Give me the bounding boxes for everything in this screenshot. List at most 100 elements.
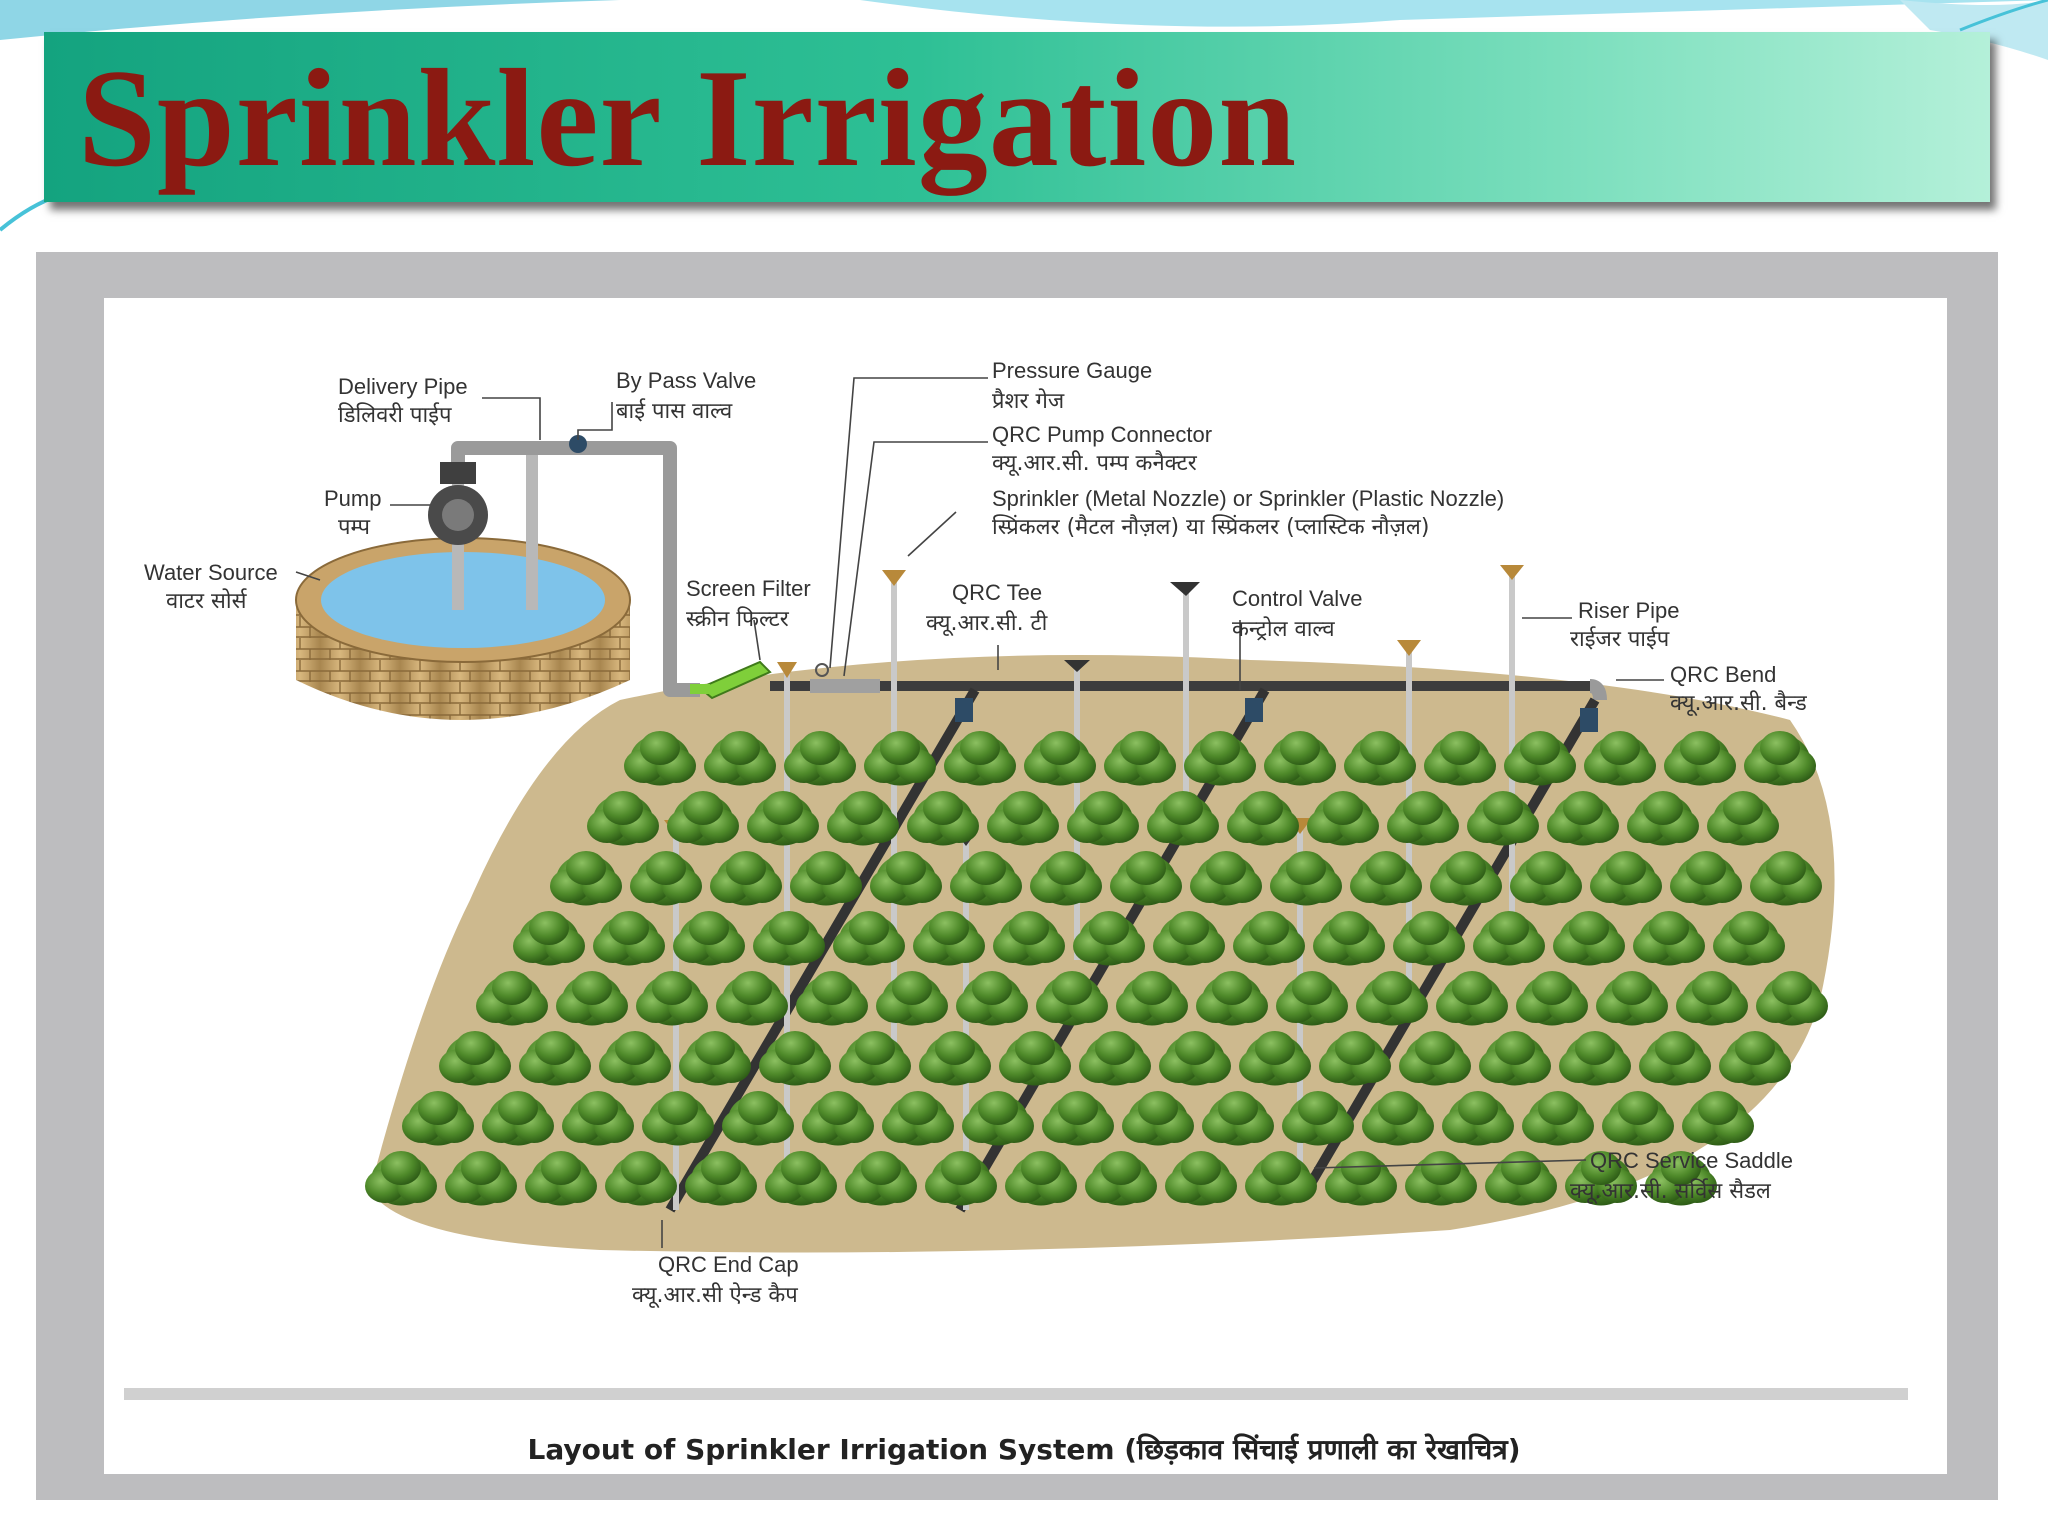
plant xyxy=(1713,911,1785,966)
svg-text:क्यू.आर.सी. बैन्ड: क्यू.आर.सी. बैन्ड xyxy=(1670,690,1807,717)
plant xyxy=(759,1031,831,1086)
plant xyxy=(1104,731,1176,786)
label-pressure-gauge: Pressure Gauge प्रैशर गेज xyxy=(992,358,1152,414)
plant xyxy=(925,1151,997,1206)
svg-text:Pressure Gauge: Pressure Gauge xyxy=(992,358,1152,383)
plant xyxy=(1282,1091,1354,1146)
plant xyxy=(1159,1031,1231,1086)
plant xyxy=(1553,911,1625,966)
page-title: Sprinkler Irrigation xyxy=(78,41,1298,196)
plant xyxy=(1196,971,1268,1026)
plant xyxy=(1067,791,1139,846)
plant xyxy=(1030,851,1102,906)
plant xyxy=(1270,851,1342,906)
plant xyxy=(1664,731,1736,786)
plant xyxy=(1116,971,1188,1026)
svg-text:राईजर पाईप: राईजर पाईप xyxy=(1570,626,1670,652)
svg-text:QRC Pump Connector: QRC Pump Connector xyxy=(992,422,1212,447)
plant xyxy=(679,1031,751,1086)
plant xyxy=(1245,1151,1317,1206)
plant xyxy=(1122,1091,1194,1146)
plant xyxy=(913,911,985,966)
plant xyxy=(550,851,622,906)
background-swoosh xyxy=(0,0,2048,232)
plant xyxy=(1190,851,1262,906)
label-water-source: Water Source वाटर सोर्स xyxy=(144,560,278,614)
svg-text:स्क्रीन फिल्टर: स्क्रीन फिल्टर xyxy=(686,606,790,632)
plant xyxy=(1627,791,1699,846)
plant xyxy=(1313,911,1385,966)
plant xyxy=(802,1091,874,1146)
plant xyxy=(1682,1091,1754,1146)
plant xyxy=(839,1031,911,1086)
plant xyxy=(1005,1151,1077,1206)
plant xyxy=(1085,1151,1157,1206)
svg-text:क्यू.आर.सी ऐन्ड कैप: क्यू.आर.सी ऐन्ड कैप xyxy=(632,1282,798,1309)
svg-text:QRC Service Saddle: QRC Service Saddle xyxy=(1590,1148,1793,1173)
plant xyxy=(1356,971,1428,1026)
plant xyxy=(1467,791,1539,846)
plant xyxy=(642,1091,714,1146)
plant xyxy=(1442,1091,1514,1146)
plant xyxy=(1202,1091,1274,1146)
plant xyxy=(1473,911,1545,966)
plant xyxy=(513,911,585,966)
leader-lines xyxy=(295,377,1664,1248)
plant xyxy=(556,971,628,1026)
plant xyxy=(599,1031,671,1086)
plant xyxy=(1073,911,1145,966)
plant xyxy=(1239,1031,1311,1086)
crop-plants xyxy=(365,731,1828,1206)
plant xyxy=(1510,851,1582,906)
screen-filter xyxy=(690,660,772,700)
label-delivery-pipe: Delivery Pipe डिलिवरी पाईप xyxy=(338,374,468,428)
plant xyxy=(1424,731,1496,786)
plant xyxy=(1233,911,1305,966)
plant xyxy=(365,1151,437,1206)
svg-text:डिलिवरी पाईप: डिलिवरी पाईप xyxy=(338,402,452,428)
label-qrc-pump-connector: QRC Pump Connector क्यू.आर.सी. पम्प कनैक… xyxy=(992,422,1212,477)
svg-text:Water Source: Water Source xyxy=(144,560,278,585)
main-pipeline xyxy=(770,663,1607,701)
svg-text:Screen Filter: Screen Filter xyxy=(686,576,811,601)
svg-text:QRC Tee: QRC Tee xyxy=(952,580,1042,605)
plant xyxy=(562,1091,634,1146)
plant xyxy=(1590,851,1662,906)
svg-text:क्यू.आर.सी. सर्विस सैडल: क्यू.आर.सी. सर्विस सैडल xyxy=(1570,1178,1772,1205)
plant xyxy=(1387,791,1459,846)
plant xyxy=(1756,971,1828,1026)
plant xyxy=(1645,1151,1717,1206)
title-bar xyxy=(44,32,1990,202)
plant xyxy=(476,971,548,1026)
plant xyxy=(833,911,905,966)
plant xyxy=(845,1151,917,1206)
pump-assembly xyxy=(428,435,700,697)
plant xyxy=(753,911,825,966)
svg-text:Sprinkler (Metal Nozzle) or Sp: Sprinkler (Metal Nozzle) or Sprinkler (P… xyxy=(992,486,1504,511)
label-sprinkler: Sprinkler (Metal Nozzle) or Sprinkler (P… xyxy=(992,486,1504,540)
plant xyxy=(445,1151,517,1206)
svg-text:पम्प: पम्प xyxy=(338,515,371,540)
plant xyxy=(1670,851,1742,906)
plant xyxy=(1079,1031,1151,1086)
plant xyxy=(1479,1031,1551,1086)
plant xyxy=(482,1091,554,1146)
plant xyxy=(710,851,782,906)
plant xyxy=(1110,851,1182,906)
plant xyxy=(1153,911,1225,966)
plant xyxy=(1227,791,1299,846)
label-riser-pipe: Riser Pipe राईजर पाईप xyxy=(1570,598,1679,652)
plant xyxy=(439,1031,511,1086)
plant xyxy=(1602,1091,1674,1146)
plant xyxy=(605,1151,677,1206)
svg-text:Control Valve: Control Valve xyxy=(1232,586,1362,611)
plant xyxy=(919,1031,991,1086)
plant xyxy=(944,731,1016,786)
plant xyxy=(747,791,819,846)
plant xyxy=(993,911,1065,966)
plant xyxy=(1559,1031,1631,1086)
plant xyxy=(667,791,739,846)
svg-text:क्यू.आर.सी. पम्प कनैक्टर: क्यू.आर.सी. पम्प कनैक्टर xyxy=(992,450,1198,477)
panel-shadow xyxy=(124,1388,1908,1400)
plant xyxy=(796,971,868,1026)
